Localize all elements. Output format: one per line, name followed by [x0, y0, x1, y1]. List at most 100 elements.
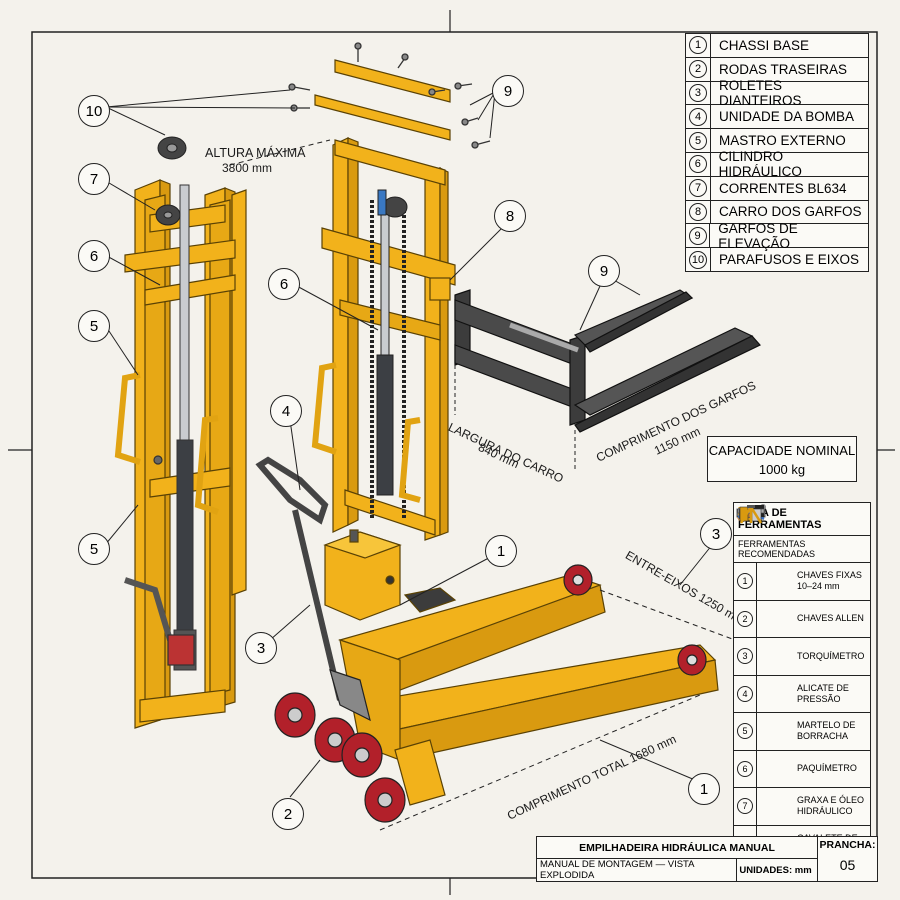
capacity-value: 1000 kg: [758, 462, 806, 477]
tool-number-cell: 6: [734, 750, 757, 787]
title-block: EMPILHADEIRA HIDRÁULICA MANUAL MANUAL DE…: [536, 836, 878, 882]
legend-row: 1 CHASSI BASE: [686, 34, 868, 58]
tool-label-line2: HIDRÁULICO: [797, 806, 853, 817]
tool-label-line1: TORQUÍMETRO: [797, 650, 865, 661]
legend-number: 2: [689, 60, 707, 79]
legend-number: 6: [688, 155, 707, 174]
tool-number: 3: [737, 648, 753, 665]
callout-8: 8: [494, 200, 526, 232]
legend-number-cell: 4: [686, 105, 711, 129]
sheet-label: PRANCHA:: [819, 839, 876, 851]
center-mast: [321, 137, 456, 541]
tool-number-cell: 2: [734, 600, 757, 637]
spring-assembly: [124, 455, 195, 666]
legend-number-cell: 1: [686, 34, 711, 57]
legend-number-cell: 9: [686, 224, 711, 248]
callout-10: 10: [78, 95, 110, 127]
rear-wheels: [274, 669, 406, 823]
legend-label: CHASSI BASE: [719, 37, 810, 53]
legend-label: UNIDADE DA BOMBA: [719, 109, 855, 125]
center-handles: [311, 362, 421, 503]
tool-number-cell: 1: [734, 563, 757, 600]
legend-number: 5: [689, 131, 707, 150]
base-chassis: [337, 574, 719, 806]
callout-3-left: 3: [245, 632, 277, 664]
legend-number: 7: [689, 179, 707, 198]
callout-1-chassis: 1: [688, 773, 720, 805]
tool-row: 6 PAQUÍMETRO: [734, 508, 870, 788]
tool-label: TORQUÍMETRO: [797, 651, 864, 662]
legend-number: 9: [688, 226, 707, 245]
top-sheave: [155, 136, 187, 226]
callout-7: 7: [78, 163, 110, 195]
callout-9-top: 9: [492, 75, 524, 107]
fork-carriage: [454, 289, 761, 433]
top-plates: [314, 59, 451, 141]
tool-label: CHAVES ALLEN: [797, 613, 864, 624]
tool-label-line1: CHAVES FIXAS: [797, 570, 862, 581]
tool-number: 2: [737, 610, 753, 627]
leader-lines: [103, 89, 736, 831]
legend-label: RODAS TRASEIRAS: [719, 61, 848, 77]
tool-list: LISTA DE FERRAMENTAS FERRAMENTAS RECOMEN…: [733, 502, 871, 863]
front-rollers: [563, 564, 707, 676]
legend-number-cell: 10: [686, 248, 711, 271]
callout-1-pump: 1: [485, 535, 517, 567]
legend-number-cell: 5: [686, 129, 711, 152]
tool-row: 2 CHAVES ALLEN: [734, 507, 870, 638]
callout-5-lower: 5: [78, 533, 110, 565]
legend-label: CILINDRO HIDRÁULICO: [718, 149, 802, 180]
legend-row: 6 CILINDRO HIDRÁULICO: [686, 149, 868, 179]
tool-label-line2: BORRACHA: [797, 731, 849, 742]
callout-2: 2: [272, 798, 304, 830]
legend-row: 3 ROLETES DIANTEIROS: [686, 78, 868, 108]
legend-number: 8: [689, 202, 707, 221]
callout-6-center: 6: [268, 268, 300, 300]
tool-number-cell: 7: [734, 788, 757, 825]
tool-number-cell: 3: [734, 638, 757, 675]
legend-number-cell: 6: [686, 152, 711, 176]
center-cylinder-chain: [370, 189, 408, 520]
tool-row: 3 TORQUÍMETRO: [734, 504, 870, 676]
legend-row: 4 UNIDADE DA BOMBA: [686, 105, 868, 130]
callout-6-left: 6: [78, 240, 110, 272]
tool-number: 7: [737, 798, 753, 815]
tool-label-line2: PRESSÃO: [797, 693, 841, 704]
callout-9-forks: 9: [588, 255, 620, 287]
tool-label-line1: ALICATE DE: [797, 682, 849, 693]
units-label: UNIDADES: mm: [734, 859, 818, 881]
altura-value: 3800 mm: [222, 161, 273, 175]
legend-label: CARRO DOS GARFOS: [719, 204, 862, 220]
tool-number-cell: 4: [734, 675, 757, 712]
tool-number: 4: [737, 685, 753, 702]
legend-row: 7 CORRENTES BL634: [686, 176, 868, 201]
tool-label-line1: MARTELO DE: [797, 720, 856, 731]
legend-row: 2 RODAS TRASEIRAS: [686, 57, 868, 82]
tool-label-line1: GRAXA E ÓLEO: [797, 795, 865, 806]
tool-label-line1: PAQUÍMETRO: [797, 763, 857, 774]
steering-handle: [255, 456, 343, 701]
callout-4: 4: [270, 395, 302, 427]
sheet-number: 05: [839, 857, 856, 873]
bolts: [288, 42, 491, 149]
left-handles: [114, 372, 219, 515]
callout-5-upper: 5: [78, 310, 110, 342]
capacity-box: CAPACIDADE NOMINAL 1000 kg: [707, 436, 857, 482]
legend-label: ROLETES DIANTEIROS: [718, 78, 802, 108]
drawing-title: EMPILHADEIRA HIDRÁULICA MANUAL: [537, 837, 818, 859]
legend-number-cell: 2: [686, 57, 711, 81]
tool-list-subtitle: FERRAMENTAS RECOMENDADAS: [734, 536, 870, 563]
legend-label: CORRENTES BL634: [719, 180, 847, 196]
legend-number: 3: [688, 83, 707, 102]
parts-legend: 1 CHASSI BASE 2 RODAS TRASEIRAS 3 ROLETES DIA…: [685, 33, 869, 272]
legend-label: PARAFUSOS E EIXOS: [719, 252, 860, 268]
